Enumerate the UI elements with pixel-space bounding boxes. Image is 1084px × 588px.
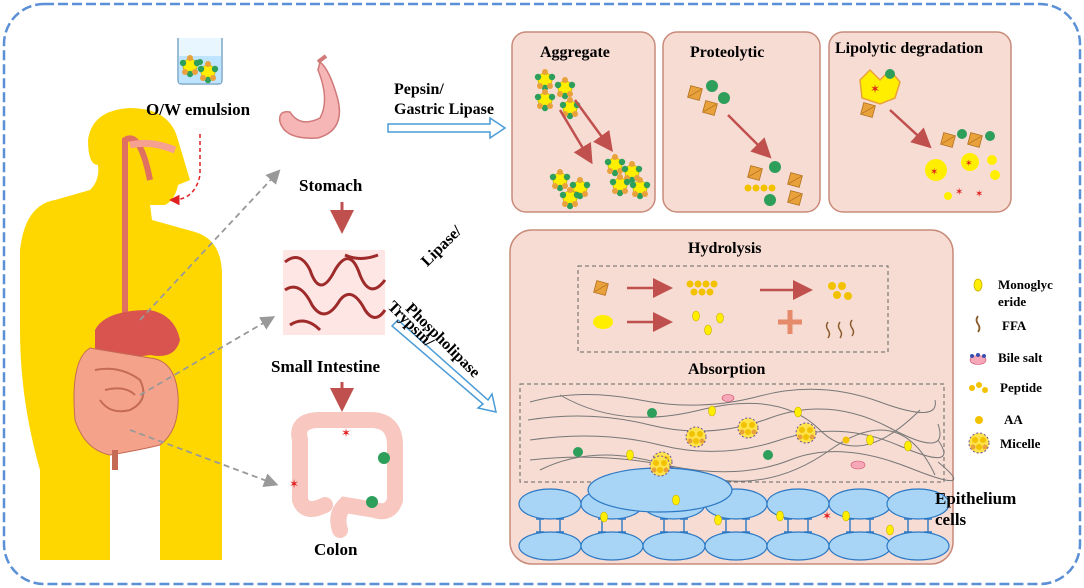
small-intestine-icon (283, 250, 387, 335)
bile-salt-icon (969, 353, 987, 365)
colon-icon: ✶ ✶ (289, 412, 403, 538)
legend-peptide-label: Peptide (1000, 380, 1042, 395)
stomach-label: Stomach (299, 176, 363, 195)
arrow-to-intestine (139, 316, 276, 396)
legend-bile-salt-label: Bile salt (998, 350, 1043, 365)
colon-label: Colon (314, 540, 358, 559)
epithelium-cell-bottom (580, 531, 644, 561)
ffa-icon (975, 315, 981, 333)
tight-junction (742, 518, 750, 533)
epithelium-cell-bottom (828, 531, 892, 561)
gastric-arrow (387, 116, 507, 140)
tight-junction (784, 518, 792, 533)
small-intestine-label: Small Intestine (271, 357, 381, 376)
legend-micelle-label: Micelle (1000, 436, 1041, 451)
legend-aa-label: AA (1004, 412, 1023, 427)
proteolytic-panel (662, 31, 821, 213)
absorbed-micelle (649, 455, 671, 477)
peptide-icon (969, 382, 988, 393)
arrow-to-colon (129, 429, 279, 487)
tight-junction (680, 518, 688, 533)
svg-text:✶: ✶ (930, 167, 938, 178)
epithelium-cell-top (518, 488, 582, 520)
hydrolysis-title: Hydrolysis (688, 240, 762, 257)
tight-junction (660, 518, 668, 533)
epithelium-layer: ✶ (518, 455, 950, 561)
arrow-to-stomach (139, 169, 281, 321)
absorption-title: Absorption (688, 361, 766, 378)
ingestion-arrow (169, 134, 201, 206)
absorbed-monoglyceride (886, 524, 894, 536)
lipolytic-panel: ✶ ✶ ✶ ✶ ✶ (828, 31, 1012, 213)
absorption-box (519, 383, 955, 483)
absorbed-monoglyceride (776, 510, 784, 522)
svg-text:✶: ✶ (870, 82, 880, 96)
svg-text:✶: ✶ (341, 426, 351, 440)
beaker-icon (177, 38, 223, 85)
tight-junction (618, 518, 626, 533)
tight-junction (866, 518, 874, 533)
tight-junction (536, 518, 544, 533)
absorbed-ffa: ✶ (822, 509, 832, 523)
monoglyceride-icon (973, 278, 983, 292)
svg-text:✶: ✶ (289, 477, 299, 491)
epithelium-cell-bottom (766, 531, 830, 561)
tight-junction (904, 518, 912, 533)
epithelium-cell-top (828, 488, 892, 520)
absorbed-monoglyceride (842, 510, 850, 522)
epithelium-cell-top (886, 488, 950, 520)
human-body-icon (20, 108, 222, 560)
stomach-icon (278, 54, 341, 139)
epithelium-cell-bottom (886, 531, 950, 561)
gastric-enzymes-label: Pepsin/ Gastric Lipase (394, 81, 494, 118)
epithelium-cell-top (766, 488, 830, 520)
emulsion-label: O/W emulsion (146, 100, 251, 119)
micelle-icon (968, 432, 990, 454)
svg-text:✶: ✶ (975, 189, 983, 200)
epithelium-cell-bottom (518, 531, 582, 561)
intestinal-arrow (390, 318, 497, 413)
legend (968, 278, 990, 454)
aggregate-panel (511, 31, 656, 213)
legend-ffa-label: FFA (1002, 318, 1027, 333)
epithelium-label: Epithelium cells (935, 489, 1017, 529)
lipolytic-title: Lipolytic degradation (835, 40, 984, 57)
epithelium-cell-bottom (642, 531, 706, 561)
legend-monoglyceride-label: Monoglyc eride (998, 277, 1053, 309)
tight-junction (722, 518, 730, 533)
proteolytic-title: Proteolytic (690, 44, 765, 61)
epithelium-cell-bottom (704, 531, 768, 561)
tight-junction (804, 518, 812, 533)
absorbed-monoglyceride (600, 511, 608, 523)
absorbed-monoglyceride (714, 514, 722, 526)
amino-acid-icon (975, 416, 983, 424)
tight-junction (924, 518, 932, 533)
svg-text:✶: ✶ (965, 159, 973, 169)
aggregate-title: Aggregate (540, 44, 610, 61)
svg-text:✶: ✶ (955, 187, 963, 198)
hydrolysis-box (577, 265, 889, 353)
tight-junction (556, 518, 564, 533)
absorbed-monoglyceride (672, 494, 680, 506)
